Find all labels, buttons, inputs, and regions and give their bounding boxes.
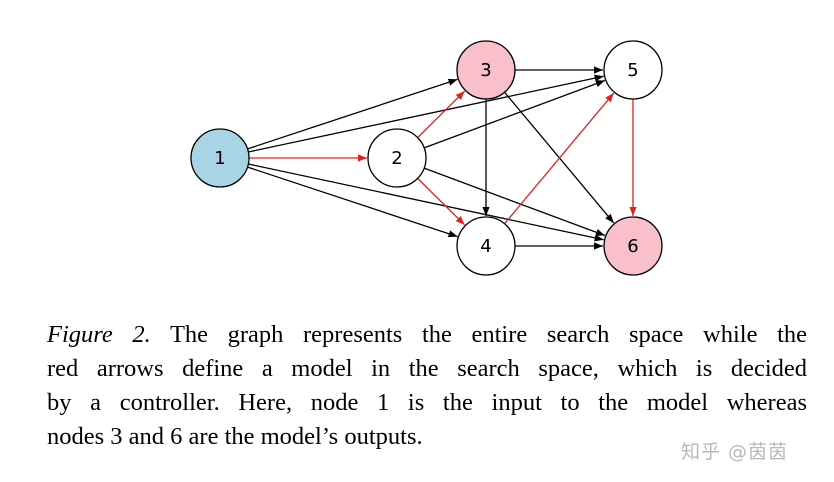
node-4-circle — [456, 216, 516, 276]
node-4: 4 — [456, 216, 516, 276]
edges-layer — [247, 66, 637, 250]
node-1-label: 1 — [214, 148, 225, 169]
node-1-circle — [190, 128, 250, 188]
caption-line-2: red arrows define a model in the search … — [47, 355, 807, 382]
node-3-label: 3 — [480, 60, 491, 81]
node-3-circle — [456, 40, 516, 100]
edge-2-to-5 — [423, 79, 606, 149]
node-2: 2 — [367, 128, 427, 188]
caption-line-1: Figure 2. The graph represents the entir… — [47, 318, 807, 352]
node-5: 5 — [603, 40, 663, 100]
edge-2-to-4 — [417, 177, 466, 226]
node-5-circle — [603, 40, 663, 100]
edge-1-to-4 — [247, 166, 458, 238]
node-5-label: 5 — [627, 60, 638, 81]
node-6: 6 — [603, 216, 663, 276]
watermark: 知乎 @茵茵 — [681, 441, 789, 463]
edge-1-to-6 — [248, 163, 604, 242]
edge-4-to-5 — [504, 92, 615, 225]
node-3: 3 — [456, 40, 516, 100]
edge-1-to-3 — [247, 78, 458, 150]
figure-label: Figure 2. — [47, 321, 151, 348]
caption-line-4: nodes 3 and 6 are the model’s outputs. — [47, 423, 423, 450]
edge-1-to-5 — [248, 74, 604, 153]
caption-line-1-text: The graph represents the entire search s… — [169, 321, 808, 348]
search-space-graph: 1 2 3 4 5 6 — [190, 40, 663, 276]
edge-2-to-6 — [423, 167, 606, 237]
node-2-label: 2 — [391, 148, 402, 169]
node-6-label: 6 — [627, 236, 638, 257]
node-4-label: 4 — [480, 236, 491, 257]
graph-canvas: 1 2 3 4 5 6 — [190, 40, 663, 276]
node-1: 1 — [190, 128, 250, 188]
caption-line-3: by a controller. Here, node 1 is the inp… — [47, 389, 807, 416]
node-2-circle — [367, 128, 427, 188]
edge-2-to-3 — [417, 90, 466, 139]
node-6-circle — [603, 216, 663, 276]
figure-caption: Figure 2. The graph represents the entir… — [47, 318, 807, 454]
nodes-layer: 1 2 3 4 5 6 — [190, 40, 663, 276]
